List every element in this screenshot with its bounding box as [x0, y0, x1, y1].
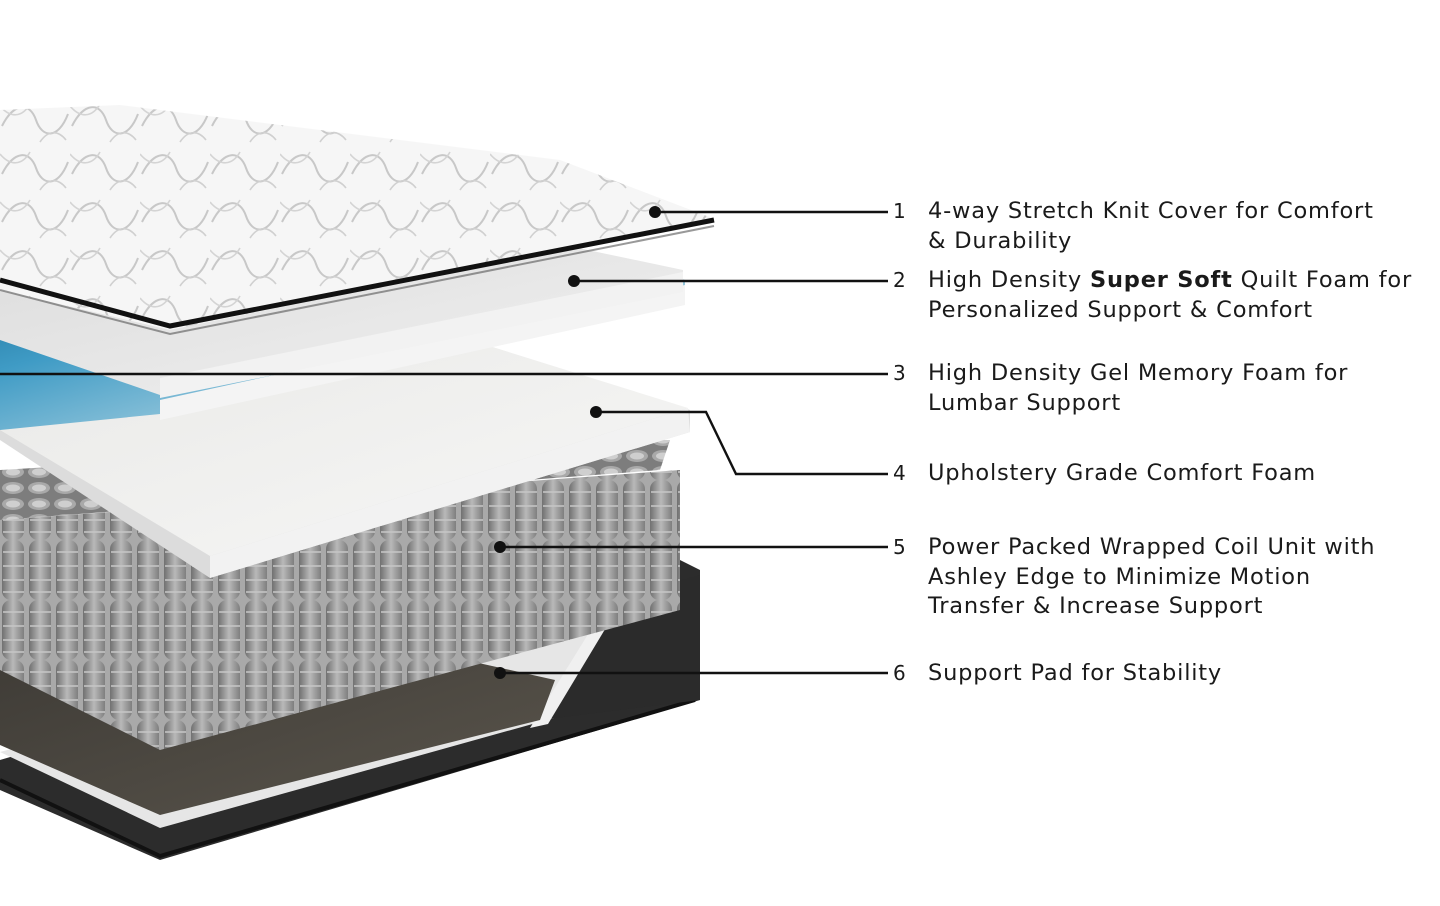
- callout-5: 5 Power Packed Wrapped Coil Unit with As…: [893, 533, 1375, 622]
- leader-dot-6: [494, 667, 506, 679]
- callout-text: Power Packed Wrapped Coil Unit with Ashl…: [928, 533, 1375, 622]
- callout-line: Lumbar Support: [928, 389, 1121, 416]
- callout-4: 4 Upholstery Grade Comfort Foam: [893, 459, 1316, 489]
- leader-dot-1: [649, 206, 661, 218]
- callout-2: 2 High Density Super Soft Quilt Foam for…: [893, 266, 1412, 325]
- callout-1: 1 4-way Stretch Knit Cover for Comfort &…: [893, 197, 1374, 256]
- leader-dots: [494, 206, 661, 679]
- leader-line-4: [596, 410, 888, 476]
- callout-number: 2: [893, 268, 907, 292]
- callout-text: 4-way Stretch Knit Cover for Comfort & D…: [928, 197, 1374, 256]
- callout-3: 3 High Density Gel Memory Foam for Lumba…: [893, 359, 1348, 418]
- callout-line: High Density Super Soft Quilt Foam for: [928, 266, 1412, 296]
- callout-number: 3: [893, 361, 907, 385]
- callout-line: Upholstery Grade Comfort Foam: [928, 460, 1317, 486]
- callout-number: 5: [893, 535, 907, 559]
- callout-line: Transfer & Increase Support: [928, 593, 1264, 619]
- knit-cover-layer: [0, 105, 715, 336]
- leader-dot-4: [590, 406, 602, 418]
- callout-emphasis: Super Soft: [1089, 267, 1233, 293]
- callout-line-end: Quilt Foam for: [1232, 267, 1413, 293]
- callout-line-start: High Density: [928, 267, 1090, 293]
- callout-number: 1: [893, 199, 907, 223]
- callout-number: 6: [893, 661, 907, 685]
- leader-lines: [0, 210, 888, 675]
- callout-text: Support Pad for Stability: [928, 659, 1222, 689]
- callout-number: 4: [893, 461, 907, 485]
- callout-text: High Density Gel Memory Foam for Lumbar …: [928, 359, 1348, 418]
- callout-line: 4-way Stretch Knit Cover for Comfort: [928, 198, 1374, 224]
- callout-text: High Density Super Soft Quilt Foam for P…: [928, 266, 1412, 325]
- callout-line: & Durability: [928, 227, 1073, 254]
- callout-text: Upholstery Grade Comfort Foam: [928, 459, 1316, 489]
- callout-line: High Density Gel Memory Foam for: [928, 360, 1349, 386]
- callout-line: Personalized Support & Comfort: [928, 296, 1313, 323]
- callout-6: 6 Support Pad for Stability: [893, 659, 1222, 689]
- callout-line: Support Pad for Stability: [928, 660, 1223, 686]
- leader-dot-2: [568, 275, 580, 287]
- leader-dot-5: [494, 541, 506, 553]
- callout-line: Power Packed Wrapped Coil Unit with: [928, 534, 1376, 560]
- callout-line: Ashley Edge to Minimize Motion: [928, 563, 1311, 590]
